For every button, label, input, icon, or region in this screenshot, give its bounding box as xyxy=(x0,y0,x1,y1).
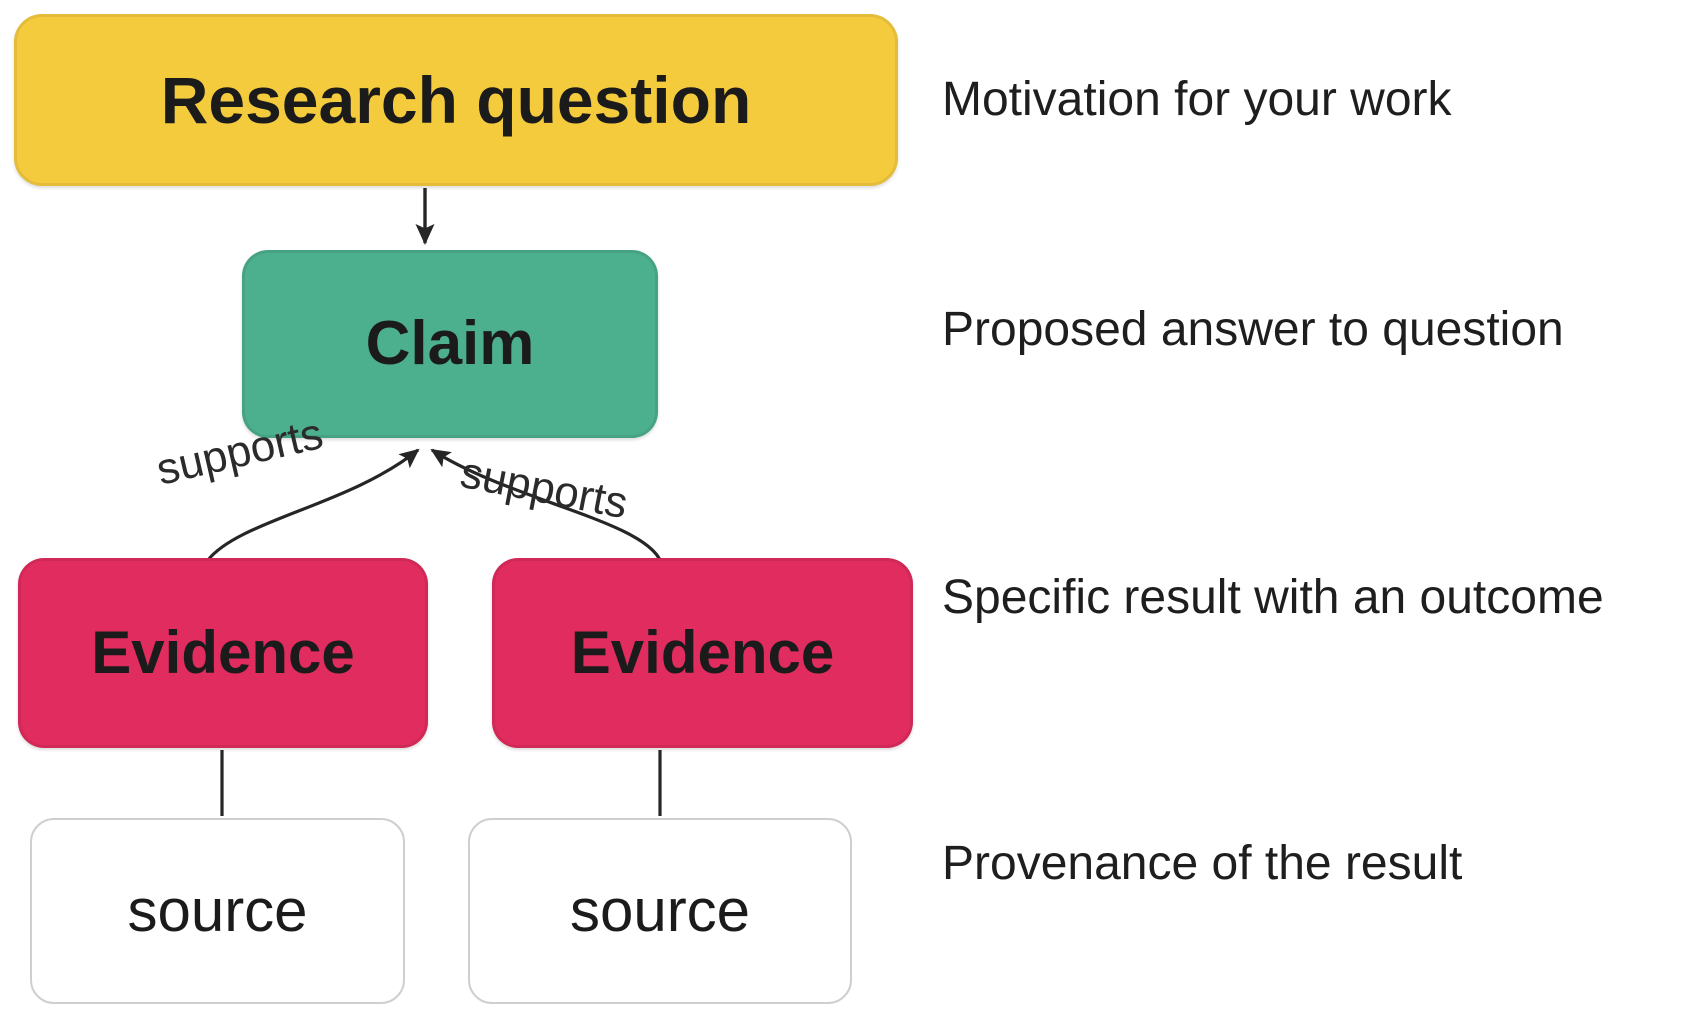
node-claim-label: Claim xyxy=(365,309,535,378)
description-source: Provenance of the result xyxy=(942,837,1463,890)
node-source-2[interactable]: source xyxy=(468,818,852,1004)
node-source-2-label: source xyxy=(569,877,751,944)
node-evidence-2-label: Evidence xyxy=(570,619,835,686)
description-evidence: Specific result with an outcome xyxy=(942,571,1604,624)
node-evidence-2[interactable]: Evidence xyxy=(492,558,913,748)
edge-label-supports-left: supports xyxy=(152,409,328,495)
node-research-question-label: Research question xyxy=(160,63,752,137)
node-evidence-1[interactable]: Evidence xyxy=(18,558,428,748)
node-research-question[interactable]: Research question xyxy=(14,14,898,186)
node-source-1[interactable]: source xyxy=(30,818,405,1004)
edge-label-supports-right: supports xyxy=(456,448,632,529)
node-source-1-label: source xyxy=(127,877,308,944)
description-claim: Proposed answer to question xyxy=(942,303,1564,356)
node-evidence-1-label: Evidence xyxy=(91,619,355,686)
description-research-question: Motivation for your work xyxy=(942,73,1452,126)
node-claim[interactable]: Claim xyxy=(242,250,658,438)
